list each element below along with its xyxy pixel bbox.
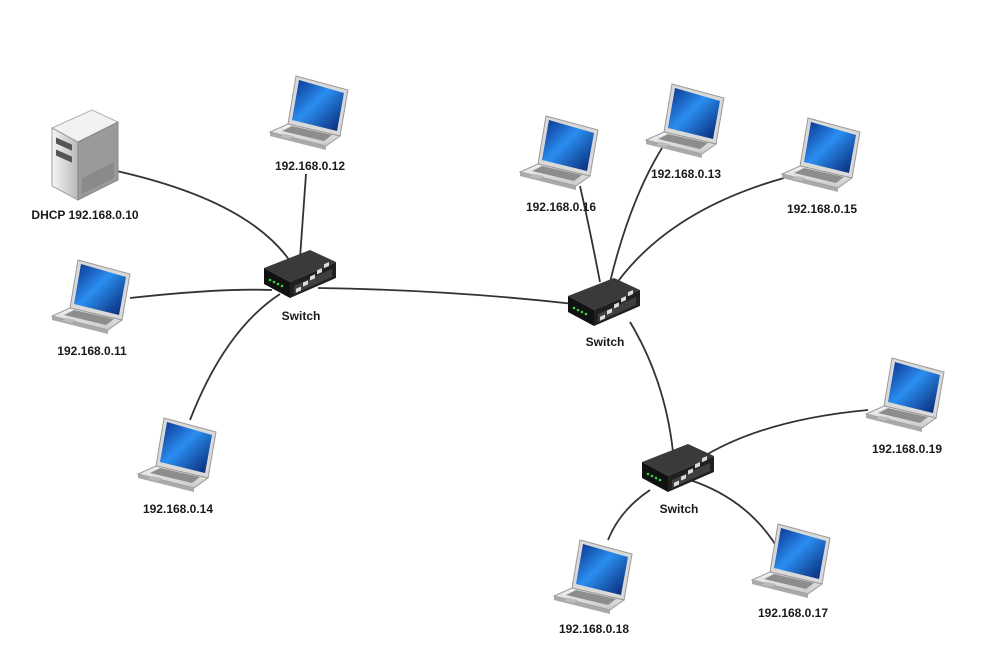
link-switch2-switch3 — [629, 321, 674, 453]
laptop-icon[interactable] — [519, 115, 599, 191]
link-laptop16-switch2 — [579, 185, 601, 283]
link-laptop19-switch3 — [697, 409, 869, 461]
laptop-label-18: 192.168.0.18 — [558, 622, 630, 636]
link-laptop12-switch1 — [299, 173, 307, 259]
laptop-label-12: 192.168.0.12 — [274, 159, 346, 173]
laptop-label-11: 192.168.0.11 — [57, 344, 127, 358]
server-label: DHCP 192.168.0.10 — [31, 208, 139, 222]
switch-label-3: Switch — [659, 502, 699, 516]
link-laptop13-switch2 — [609, 147, 663, 283]
laptop-label-16: 192.168.0.16 — [525, 200, 597, 214]
laptop-label-13: 192.168.0.13 — [650, 167, 722, 181]
laptop-icon[interactable] — [269, 75, 349, 151]
laptop-label-15: 192.168.0.15 — [786, 202, 858, 216]
switch-icon[interactable] — [264, 250, 336, 298]
switch-label-2: Switch — [585, 335, 625, 349]
laptop-label-14: 192.168.0.14 — [142, 502, 214, 516]
link-laptop18-switch3 — [607, 489, 651, 541]
laptop-icon[interactable] — [781, 117, 861, 193]
link-laptop15-switch2 — [615, 177, 785, 285]
link-server-switch1 — [111, 169, 293, 265]
laptop-icon[interactable] — [137, 417, 217, 493]
laptop-icon[interactable] — [865, 357, 945, 433]
laptop-label-19: 192.168.0.19 — [871, 442, 943, 456]
link-laptop11-switch1 — [129, 288, 273, 299]
laptop-icon[interactable] — [645, 83, 725, 159]
laptop-icon[interactable] — [751, 523, 831, 599]
switch-label-1: Switch — [281, 309, 321, 323]
laptop-icon[interactable] — [51, 259, 131, 335]
laptop-icon[interactable] — [553, 539, 633, 615]
switch-icon[interactable] — [568, 278, 640, 326]
link-laptop14-switch1 — [189, 293, 281, 421]
link-laptop17-switch3 — [689, 479, 781, 553]
laptop-label-17: 192.168.0.17 — [757, 606, 829, 620]
server-icon[interactable] — [50, 109, 120, 201]
link-switch1-switch2 — [317, 287, 575, 305]
links — [111, 147, 869, 553]
